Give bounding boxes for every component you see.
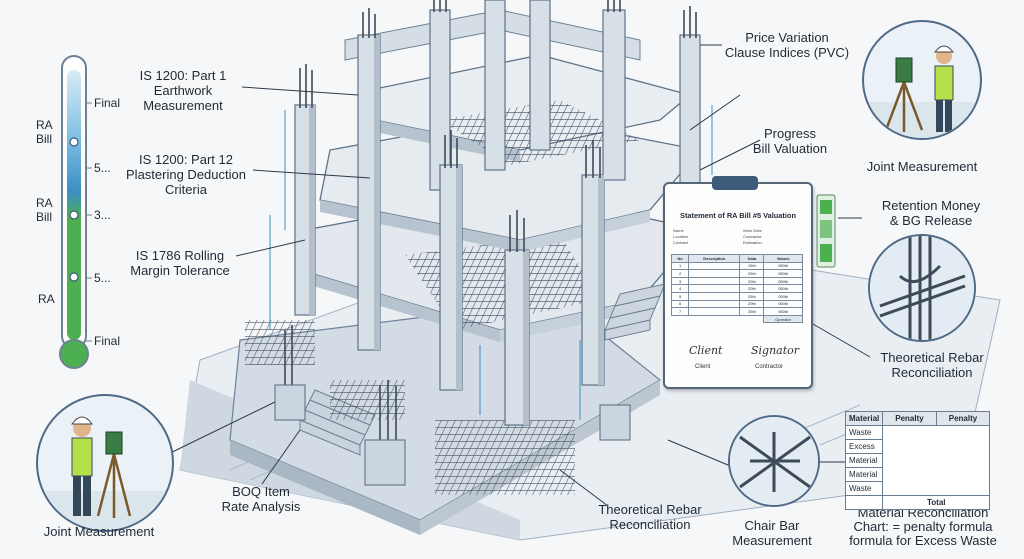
row-data: 25th — [739, 307, 765, 316]
callout-retention-money: Retention Money & BG Release — [881, 198, 981, 228]
table-row: Waste — [844, 425, 991, 496]
thermometer-label-ra: RA — [38, 292, 55, 306]
callout-theoretical-rebar-bottom: Theoretical Rebar Reconciliation — [598, 502, 702, 532]
row-data: 15th — [739, 261, 765, 271]
row-value: 050th — [763, 269, 803, 278]
row-value: 050th — [763, 291, 803, 301]
statement-field-estimation: Estimation — [743, 240, 762, 245]
callout-joint-measurement-left: Joint Measurement — [43, 524, 155, 539]
penalty-header-material: Material — [844, 411, 884, 426]
penalty-table: Material Penalty Penalty Waste Excess Ma… — [844, 411, 991, 510]
row-no: 4 — [670, 284, 690, 293]
row-description — [688, 284, 741, 293]
callout-chair-bar: Chair Bar Measurement — [732, 518, 812, 548]
statement-operator: Operator — [763, 314, 803, 324]
penalty-row-label: Material — [844, 467, 884, 482]
statement-field-work-date: Work Date — [743, 228, 762, 233]
row-description — [688, 299, 741, 309]
callout-pvc: Price Variation Clause Indices (PVC) — [724, 30, 850, 60]
statement-header-values: Values — [763, 254, 803, 263]
signature-client: Client — [689, 344, 723, 357]
statement-field-location: Location — [673, 234, 689, 239]
signature-label-contractor: Contractor — [755, 364, 784, 370]
callout-joint-measurement-top: Joint Measurement — [866, 159, 978, 174]
statement-field-contractor: Contractor — [743, 234, 762, 239]
statement-header-description: Description — [688, 254, 741, 263]
row-data: 25th — [739, 269, 765, 278]
penalty-row-label: Material — [844, 453, 884, 468]
ra-bill-statement: Statement of RA Bill #5 Valuation Name L… — [663, 182, 813, 389]
row-data: 20th — [739, 284, 765, 293]
row-data: 20th — [739, 299, 765, 309]
clipboard-clip-icon — [712, 176, 758, 190]
penalty-row-label: Excess — [844, 439, 884, 454]
penalty-row-label: Waste — [844, 481, 884, 496]
row-value: 050th — [763, 307, 803, 316]
row-description — [688, 307, 741, 316]
penalty-total: Total — [882, 495, 991, 510]
statement-field-name: Name — [673, 228, 684, 233]
joint-measurement-circle-top — [862, 20, 982, 140]
row-no: 5 — [670, 291, 690, 301]
callout-is1200-part12: IS 1200: Part 12 Plastering Deduction Cr… — [126, 152, 246, 197]
thermometer-label-5-bottom: 5... — [94, 271, 111, 285]
row-description — [688, 276, 741, 286]
callout-boq-item: BOQ Item Rate Analysis — [221, 484, 301, 514]
row-no: 1 — [670, 261, 690, 271]
row-data: 20th — [739, 276, 765, 286]
row-description — [688, 269, 741, 278]
thermometer-label-3: 3... — [94, 208, 111, 222]
statement-header-no: No — [670, 254, 690, 263]
callout-is1786: IS 1786 Rolling Margin Tolerance — [130, 248, 230, 278]
thermometer-label-5-top: 5... — [94, 161, 111, 175]
statement-header-data: Data — [739, 254, 765, 263]
callout-material-reconciliation: Material Reconciliation Chart: = penalty… — [849, 505, 997, 548]
statement-title: Statement of RA Bill #5 Valuation — [680, 211, 796, 220]
row-data: 25th — [739, 291, 765, 301]
row-description — [688, 261, 741, 271]
row-value: 050th — [763, 299, 803, 309]
joint-measurement-circle-left — [36, 394, 174, 532]
thermometer-label-final-top: Final — [94, 96, 121, 110]
signature-contractor: Signator — [751, 344, 800, 357]
row-no: 6 — [670, 299, 690, 309]
thermometer-label-ra-bill-2: RA Bill — [36, 196, 53, 224]
callout-progress-bill: Progress Bill Valuation — [752, 126, 828, 156]
row-no: 3 — [670, 276, 690, 286]
row-no: 7 — [670, 307, 690, 316]
callout-is1200-part1: IS 1200: Part 1 Earthwork Measurement — [139, 68, 227, 113]
chair-bar-circle — [728, 415, 820, 507]
penalty-header-penalty-1: Penalty — [882, 411, 937, 426]
penalty-header-penalty-2: Penalty — [935, 411, 991, 426]
row-value: 050th — [763, 284, 803, 293]
callout-theoretical-rebar-right: Theoretical Rebar Reconciliation — [880, 350, 984, 380]
rebar-reconciliation-circle — [868, 234, 976, 342]
penalty-row-label: Waste — [844, 425, 884, 440]
thermometer-label-final-bottom: Final — [94, 334, 121, 348]
row-value: 050th — [763, 261, 803, 271]
row-value: 050th — [763, 276, 803, 286]
row-no: 2 — [670, 269, 690, 278]
statement-field-contract: Contract — [673, 240, 689, 245]
thermometer-label-ra-bill-1: RA Bill — [36, 118, 53, 146]
signature-label-client: Client — [695, 364, 711, 370]
row-description — [688, 291, 741, 301]
